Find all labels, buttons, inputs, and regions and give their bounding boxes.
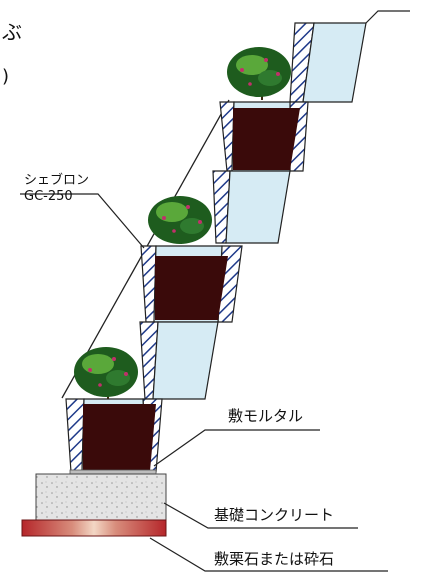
chevron-block-tier-1b — [139, 321, 219, 400]
gravel-leader-line — [149, 537, 388, 572]
shrub-tier-1 — [74, 347, 138, 399]
chevron-block-tier-5 — [289, 22, 367, 103]
partial-label-top: ぶ — [2, 20, 22, 44]
chevron-name-label: シェブロン — [24, 173, 90, 188]
chevron-model-label: GC-250 — [24, 189, 73, 204]
shrub-tier-2 — [148, 196, 212, 244]
concrete-leader-line — [163, 502, 358, 529]
chevron-block-tier-1 — [65, 398, 163, 473]
chevron-block-tier-4 — [219, 101, 309, 172]
foundation-concrete — [35, 473, 167, 521]
concrete-label: 基礎コンクリート — [214, 506, 335, 524]
gravel-label: 敷栗石または砕石 — [214, 550, 335, 568]
mortar-label: 敷モルタル — [228, 407, 304, 425]
partial-label-paren: ) — [2, 66, 10, 87]
shrub-tier-4 — [227, 47, 291, 100]
chevron-block-tier-2 — [140, 245, 243, 323]
mortar-leader-line — [153, 429, 320, 467]
gravel-bed — [21, 519, 167, 537]
top-leader-line — [365, 10, 410, 24]
chevron-block-tier-3 — [212, 170, 291, 244]
soil-tier-1 — [83, 404, 156, 471]
chevron-leader-line — [20, 193, 145, 249]
soil-tier-2 — [155, 256, 228, 320]
soil-tier-4 — [233, 108, 300, 170]
